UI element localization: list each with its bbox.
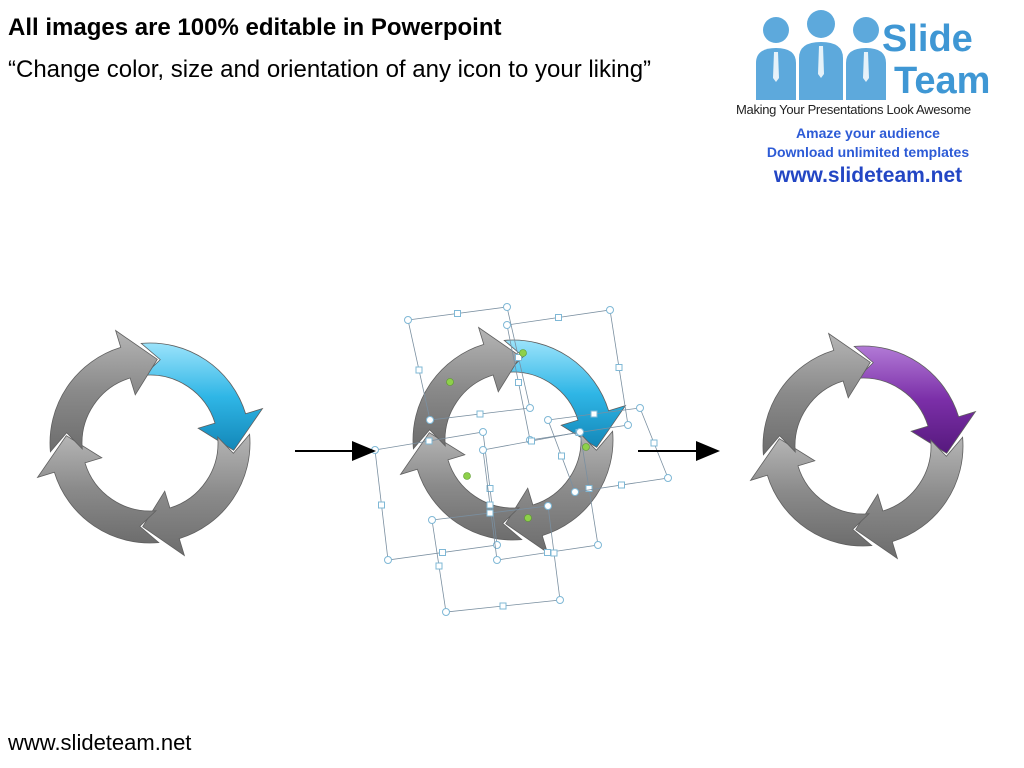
logo-promo: Amaze your audience Download unlimited t… (726, 124, 1010, 190)
side-handle[interactable] (558, 452, 565, 460)
side-handle[interactable] (486, 485, 494, 492)
cycle-accent-segment[interactable] (853, 345, 977, 454)
adjust-handle[interactable] (582, 443, 590, 451)
resize-handle[interactable] (371, 446, 379, 454)
resize-handle[interactable] (664, 474, 672, 482)
resize-handle[interactable] (428, 516, 436, 524)
side-handle[interactable] (618, 481, 625, 489)
cycle-gray-segment[interactable] (36, 435, 160, 544)
logo-brand-team: Team (894, 60, 991, 102)
resize-handle[interactable] (526, 404, 534, 412)
side-handle[interactable] (555, 314, 562, 321)
cycle-accent-segment[interactable] (140, 342, 264, 451)
resize-handle[interactable] (442, 608, 450, 616)
resize-handle[interactable] (544, 502, 552, 510)
side-handle[interactable] (415, 366, 423, 374)
page-subtitle: “Change color, size and orientation of a… (8, 56, 652, 83)
logo-brand-slide: Slide (882, 18, 973, 60)
resize-handle[interactable] (493, 556, 501, 564)
resize-handle[interactable] (606, 306, 614, 314)
side-handle[interactable] (486, 509, 494, 517)
cycle-gray-segment[interactable] (505, 430, 614, 554)
cycle-arrow-diagram-original[interactable] (36, 329, 264, 557)
side-handle[interactable] (650, 439, 658, 447)
cycle-gray-segment[interactable] (49, 329, 158, 453)
logo-promo-line1: Amaze your audience (796, 125, 940, 141)
adjust-handle[interactable] (524, 514, 532, 522)
resize-handle[interactable] (624, 421, 632, 429)
resize-handle[interactable] (503, 303, 511, 311)
page-title: All images are 100% editable in Powerpoi… (8, 14, 502, 41)
cycle-gray-segment[interactable] (855, 436, 964, 560)
resize-handle[interactable] (544, 416, 552, 424)
side-handle[interactable] (590, 410, 598, 418)
side-handle[interactable] (585, 485, 593, 492)
logo-url[interactable]: www.slideteam.net (773, 164, 963, 187)
cycle-accent-segment[interactable] (503, 339, 627, 448)
side-handle[interactable] (486, 501, 494, 509)
resize-handle[interactable] (479, 428, 487, 436)
people-icon (756, 10, 886, 100)
resize-handle[interactable] (503, 321, 511, 329)
side-handle[interactable] (615, 364, 623, 371)
slideteam-logo[interactable]: Slide Team Making Your Presentations Loo… (726, 4, 1016, 194)
side-handle[interactable] (435, 562, 443, 570)
adjust-handle[interactable] (463, 472, 471, 480)
side-handle[interactable] (378, 501, 385, 509)
side-handle[interactable] (499, 602, 507, 610)
side-handle[interactable] (425, 437, 433, 445)
resize-handle[interactable] (479, 446, 487, 454)
resize-handle[interactable] (576, 428, 584, 436)
selection-handles[interactable] (371, 303, 672, 616)
side-handle[interactable] (515, 379, 522, 386)
resize-handle[interactable] (636, 404, 644, 412)
logo-brand: Slide Team (882, 18, 990, 102)
side-handle[interactable] (528, 437, 535, 445)
cycle-gray-segment[interactable] (399, 432, 523, 541)
cycle-gray-segment[interactable] (749, 438, 873, 547)
logo-tagline: Making Your Presentations Look Awesome (736, 102, 971, 117)
adjust-handle[interactable] (446, 378, 454, 386)
cycle-arrow-diagram-recolored[interactable] (749, 332, 977, 560)
resize-handle[interactable] (594, 541, 602, 549)
resize-handle[interactable] (556, 596, 564, 604)
side-handle[interactable] (550, 549, 558, 557)
cycle-gray-segment[interactable] (142, 433, 251, 557)
resize-handle[interactable] (404, 316, 412, 324)
cycle-gray-segment[interactable] (412, 326, 521, 450)
adjust-handle[interactable] (519, 349, 527, 357)
resize-handle[interactable] (571, 488, 579, 496)
footer-url[interactable]: www.slideteam.net (8, 730, 192, 755)
side-handle[interactable] (515, 354, 522, 361)
side-handle[interactable] (439, 549, 446, 556)
side-handle[interactable] (476, 410, 484, 418)
resize-handle[interactable] (384, 556, 392, 564)
side-handle[interactable] (454, 310, 461, 317)
cycle-gray-segment[interactable] (762, 332, 871, 456)
resize-handle[interactable] (426, 416, 434, 424)
logo-promo-line2: Download unlimited templates (766, 144, 970, 160)
side-handle[interactable] (544, 549, 551, 556)
